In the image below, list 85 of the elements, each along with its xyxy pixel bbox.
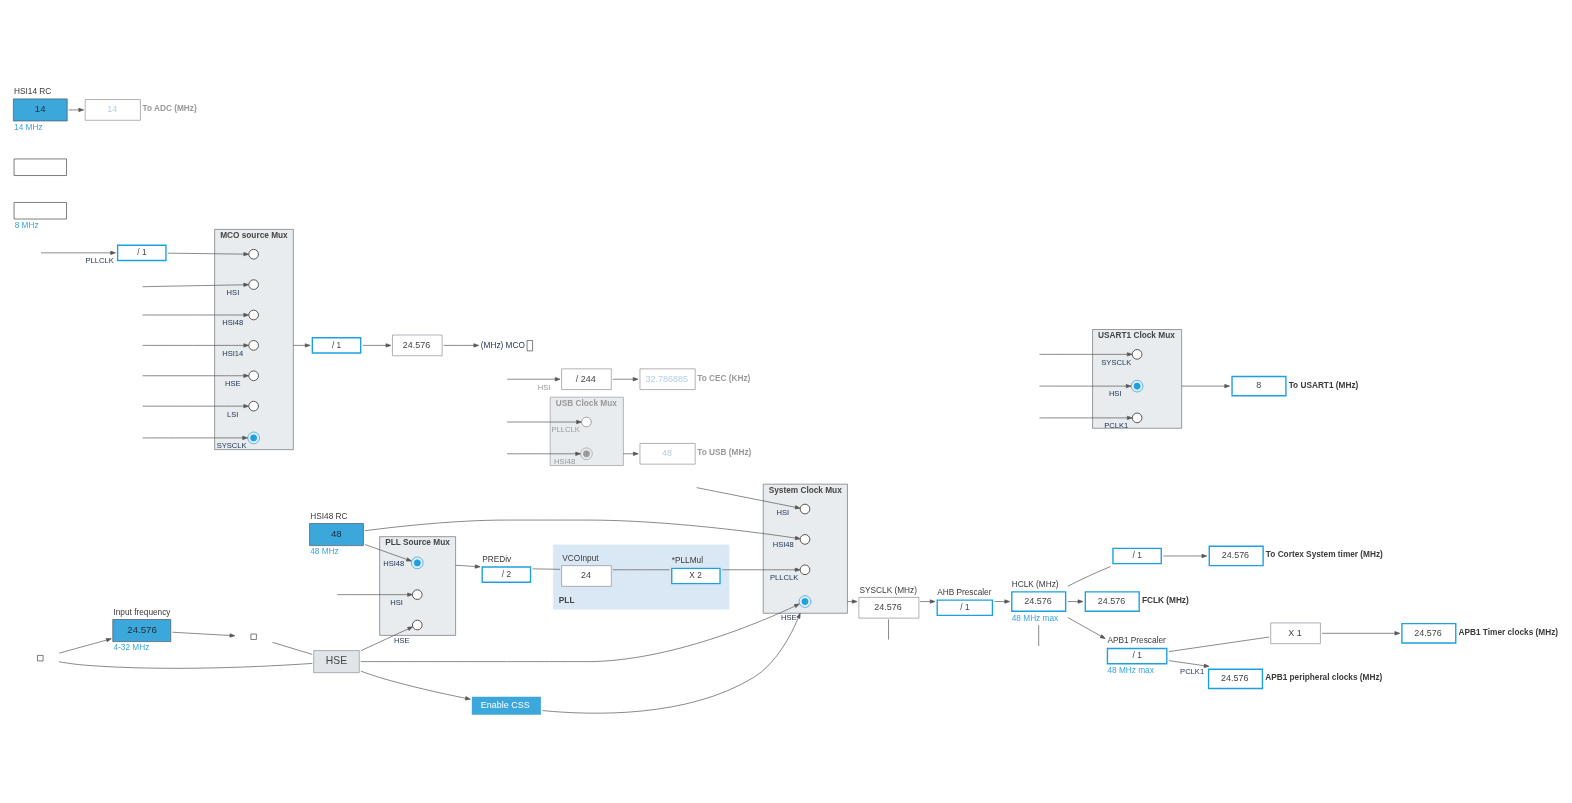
edge-label: LSI bbox=[227, 409, 239, 419]
arrow bbox=[506, 376, 561, 381]
connector bbox=[532, 568, 561, 570]
arrow bbox=[1067, 599, 1084, 604]
arrow bbox=[1181, 383, 1230, 388]
node-circle bbox=[799, 564, 811, 575]
arrow bbox=[722, 567, 801, 572]
connector bbox=[1038, 624, 1040, 646]
edge-label: SYSCLK bbox=[1101, 357, 1132, 367]
node-circle bbox=[412, 588, 423, 600]
edge-label: HSI48 bbox=[222, 317, 244, 327]
node-circle bbox=[248, 370, 259, 381]
arrow bbox=[506, 419, 582, 424]
connector bbox=[272, 641, 313, 655]
arrow bbox=[696, 486, 801, 509]
arrow bbox=[919, 599, 936, 604]
edge-label: PLLCLK bbox=[770, 572, 799, 582]
connector bbox=[888, 618, 889, 640]
arrow bbox=[506, 451, 581, 456]
edge-label: HSI bbox=[390, 597, 403, 607]
node-circle bbox=[248, 309, 259, 320]
arrow bbox=[443, 342, 479, 347]
node-circle bbox=[1131, 348, 1143, 360]
arrow bbox=[142, 312, 249, 317]
edge-label: HSI bbox=[537, 382, 551, 392]
node-box: Enable CSS bbox=[471, 696, 541, 715]
arrow bbox=[1168, 659, 1210, 668]
arrow bbox=[1321, 630, 1401, 635]
node-circle bbox=[248, 400, 259, 411]
arrow bbox=[167, 251, 250, 256]
edge-label: PLLCLK bbox=[551, 424, 580, 434]
arrow bbox=[364, 543, 412, 561]
edge-label: HSE bbox=[393, 635, 410, 645]
arrow bbox=[293, 342, 311, 347]
node-circle bbox=[248, 339, 259, 351]
arrow bbox=[1039, 351, 1133, 356]
arrow bbox=[68, 107, 84, 112]
arrow bbox=[362, 342, 392, 347]
node-circle bbox=[799, 533, 811, 545]
arrow bbox=[360, 626, 413, 651]
arrow bbox=[40, 250, 116, 255]
arrow bbox=[1039, 383, 1132, 388]
edge-label: HSI48 bbox=[772, 539, 794, 549]
node-circle bbox=[412, 619, 423, 630]
arrow bbox=[142, 435, 248, 440]
arrow bbox=[1067, 616, 1106, 639]
arrow bbox=[623, 451, 639, 456]
edge-label: HSI bbox=[226, 287, 240, 297]
edge-label: SYSCLK bbox=[216, 440, 247, 450]
arrow bbox=[58, 637, 112, 653]
node-circle bbox=[1131, 412, 1143, 423]
connector bbox=[58, 660, 313, 669]
edge-label: PCLK1 bbox=[1104, 420, 1129, 430]
connector bbox=[1067, 565, 1111, 587]
edge-label: PCLK1 bbox=[1180, 666, 1205, 676]
arrow bbox=[360, 670, 471, 700]
arrow bbox=[142, 403, 249, 408]
arrow bbox=[336, 592, 413, 597]
edge-label: HSE bbox=[224, 378, 241, 388]
arrow bbox=[612, 376, 639, 381]
arrow bbox=[542, 612, 801, 713]
arrow bbox=[364, 519, 801, 540]
arrow bbox=[142, 373, 249, 378]
connector bbox=[612, 568, 670, 570]
arrow bbox=[994, 599, 1010, 604]
arrow bbox=[1163, 553, 1208, 558]
arrow bbox=[847, 599, 858, 604]
edge-label: HSI bbox=[776, 507, 790, 517]
arrow bbox=[455, 563, 481, 569]
edge-label: HSI48 bbox=[383, 558, 405, 568]
arrow bbox=[142, 282, 249, 287]
edge-label: HSE bbox=[780, 612, 797, 622]
edge-label: HSI14 bbox=[222, 348, 244, 358]
arrow bbox=[1039, 415, 1133, 420]
node-circle bbox=[799, 503, 811, 514]
arrow bbox=[142, 342, 249, 347]
node-circle bbox=[581, 416, 592, 427]
node-circle bbox=[248, 248, 259, 259]
arrow bbox=[172, 631, 236, 637]
edge-label: PLLCLK bbox=[85, 255, 114, 265]
arrow bbox=[360, 603, 800, 662]
edge-label: HSI48 bbox=[554, 456, 576, 466]
edge-label: HSI bbox=[1108, 388, 1122, 398]
connector bbox=[1168, 636, 1270, 652]
node-circle bbox=[248, 278, 259, 290]
